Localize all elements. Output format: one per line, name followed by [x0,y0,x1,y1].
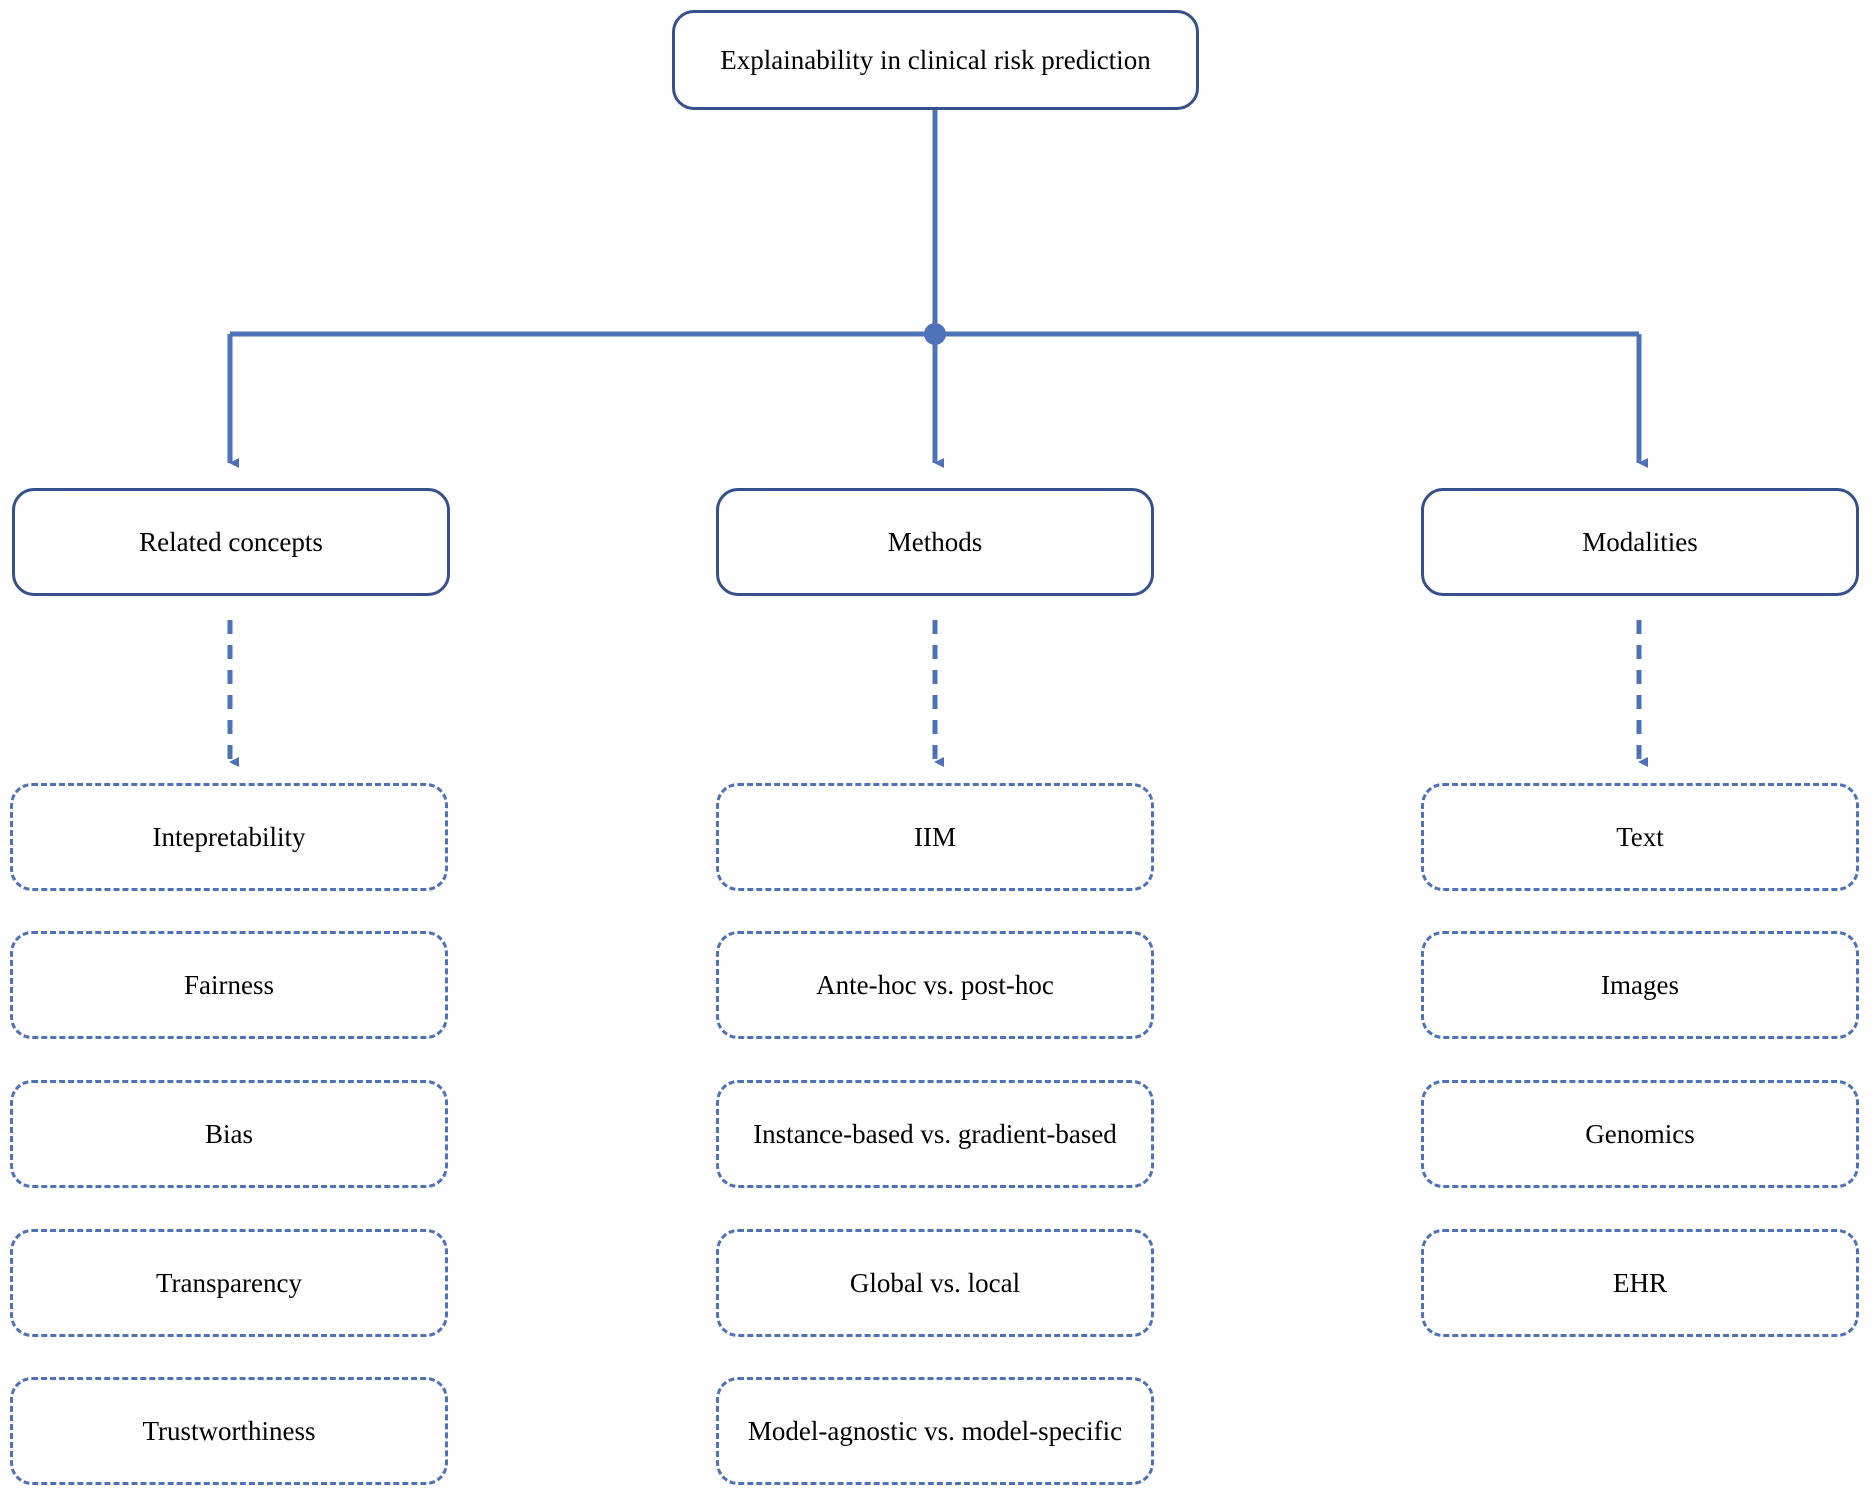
leaf-label-global-vs-local: Global vs. local [849,1267,1021,1298]
leaf-label-trustworthiness: Trustworthiness [142,1415,316,1446]
leaf-node-genomics[interactable]: Genomics [1421,1080,1859,1188]
leaf-label-model-agnostic-vs-model-specific: Model-agnostic vs. model-specific [747,1415,1123,1446]
leaf-node-model-agnostic-vs-model-specific[interactable]: Model-agnostic vs. model-specific [716,1377,1154,1485]
category-label-related-concepts: Related concepts [139,526,323,557]
leaf-label-fairness: Fairness [184,969,274,1000]
leaf-node-images[interactable]: Images [1421,931,1859,1039]
leaf-node-ehr[interactable]: EHR [1421,1229,1859,1337]
leaf-node-global-vs-local[interactable]: Global vs. local [716,1229,1154,1337]
category-node-methods[interactable]: Methods [716,488,1154,596]
leaf-node-fairness[interactable]: Fairness [10,931,448,1039]
junction-dot [924,323,946,345]
category-node-modalities[interactable]: Modalities [1421,488,1859,596]
root-node-label: Explainability in clinical risk predicti… [720,44,1151,75]
leaf-node-transparency[interactable]: Transparency [10,1229,448,1337]
leaf-label-instance-based-vs-gradient-based: Instance-based vs. gradient-based [753,1118,1117,1149]
leaf-label-ehr: EHR [1613,1267,1667,1298]
category-label-modalities: Modalities [1582,526,1698,557]
leaf-node-intepretability[interactable]: Intepretability [10,783,448,891]
leaf-node-ante-hoc-vs-post-hoc[interactable]: Ante-hoc vs. post-hoc [716,931,1154,1039]
leaf-label-intepretability: Intepretability [152,821,306,852]
leaf-node-bias[interactable]: Bias [10,1080,448,1188]
leaf-node-instance-based-vs-gradient-based[interactable]: Instance-based vs. gradient-based [716,1080,1154,1188]
leaf-label-iim: IIM [914,821,956,852]
leaf-label-text: Text [1616,821,1664,852]
leaf-label-transparency: Transparency [156,1267,302,1298]
category-node-related-concepts[interactable]: Related concepts [12,488,450,596]
leaf-node-text[interactable]: Text [1421,783,1859,891]
category-label-methods: Methods [887,526,983,557]
root-node[interactable]: Explainability in clinical risk predicti… [672,10,1199,110]
leaf-label-bias: Bias [204,1118,253,1149]
leaf-label-ante-hoc-vs-post-hoc: Ante-hoc vs. post-hoc [816,969,1054,1000]
leaf-label-genomics: Genomics [1585,1118,1695,1149]
leaf-node-trustworthiness[interactable]: Trustworthiness [10,1377,448,1485]
leaf-node-iim[interactable]: IIM [716,783,1154,891]
leaf-label-images: Images [1601,969,1679,1000]
